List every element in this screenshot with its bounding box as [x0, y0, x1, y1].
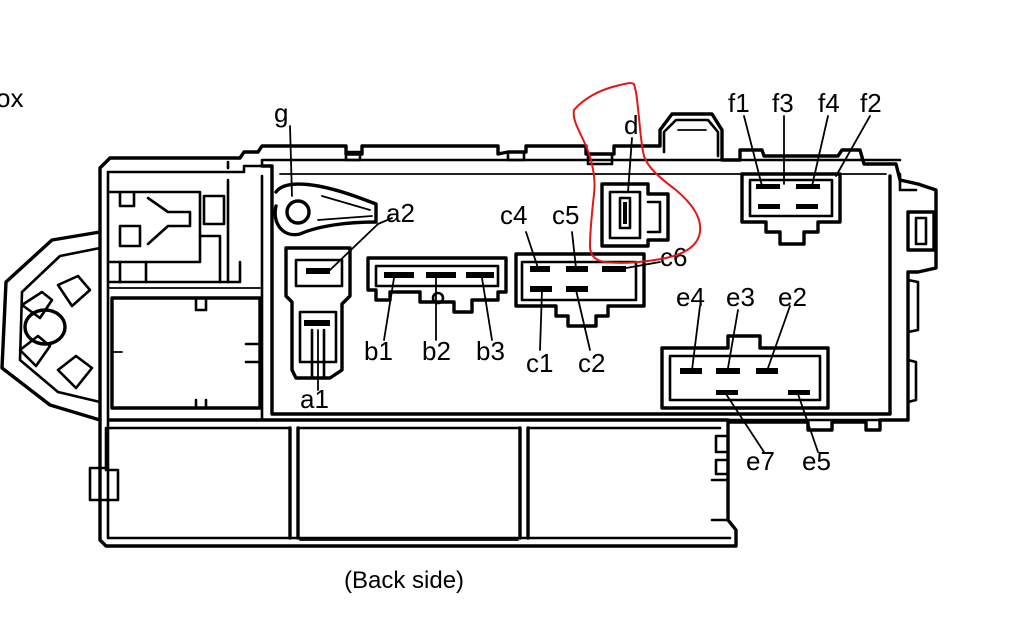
label-e2: e2: [778, 282, 807, 312]
label-a1: a1: [300, 384, 329, 414]
label-f2: f2: [860, 88, 882, 118]
label-b2: b2: [422, 336, 451, 366]
label-d: d: [624, 110, 638, 140]
label-c5: c5: [552, 200, 579, 230]
label-e3: e3: [726, 282, 755, 312]
label-b3: b3: [476, 336, 505, 366]
label-e4: e4: [676, 282, 705, 312]
label-f4: f4: [818, 88, 840, 118]
red-highlight-outline: [572, 82, 702, 264]
label-e5: e5: [802, 446, 831, 476]
label-c4: c4: [500, 200, 527, 230]
label-g: g: [274, 98, 288, 128]
label-b1: b1: [364, 336, 393, 366]
connector-c: c4 c5 c6 c1 c2: [500, 200, 687, 378]
connector-b: b1 b2 b3: [364, 256, 508, 366]
label-e7: e7: [746, 446, 775, 476]
relay-d: d: [600, 110, 670, 248]
mounting-bracket: [0, 230, 102, 422]
label-c1: c1: [526, 348, 553, 378]
label-f1: f1: [728, 88, 750, 118]
connector-e: e4 e3 e2 e7 e5: [660, 282, 831, 476]
terminal-g: g: [273, 98, 378, 237]
edge-text: ox: [0, 83, 23, 113]
label-a2: a2: [386, 198, 415, 228]
fuse-box-housing: [88, 112, 938, 548]
label-c2: c2: [578, 348, 605, 378]
connector-f: f1 f3 f4 f2: [728, 88, 882, 246]
caption-back-side: (Back side): [344, 567, 464, 594]
connector-a: a2 a1: [284, 198, 415, 414]
label-f3: f3: [772, 88, 794, 118]
